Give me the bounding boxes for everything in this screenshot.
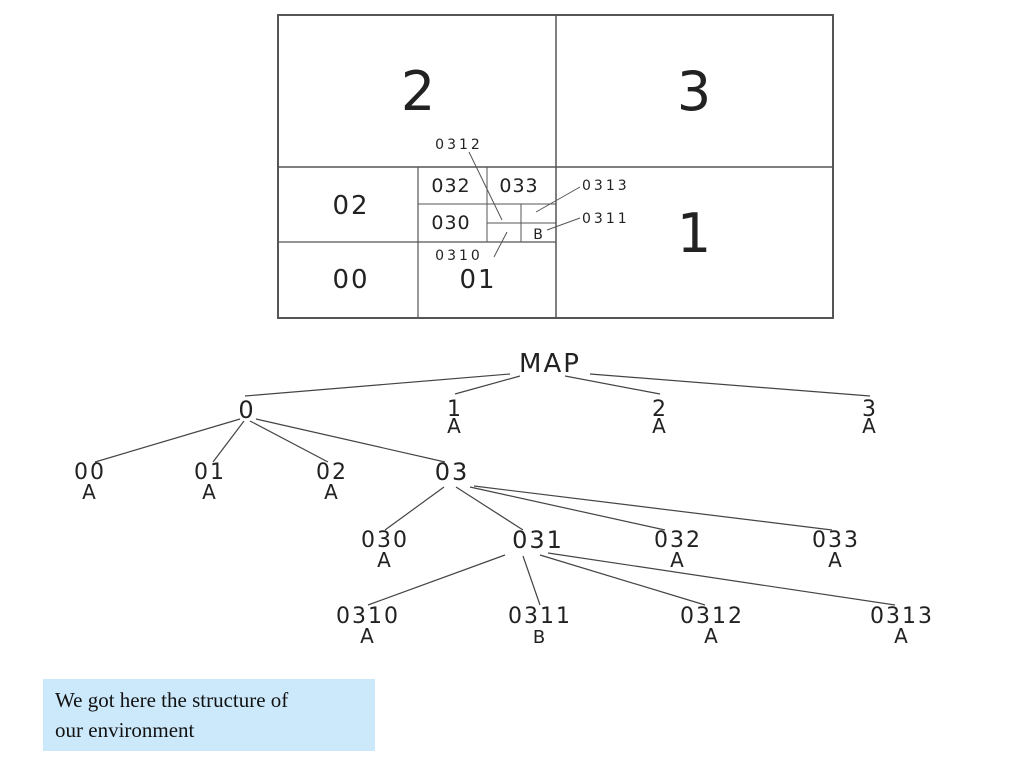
edge-0-03 [255, 418, 446, 463]
callout-label-0310: 0310 [435, 248, 483, 264]
quadrant-map [277, 14, 834, 319]
callout-leader-0313 [535, 186, 581, 213]
edge-03-031 [455, 486, 524, 531]
callout-leader-0312 [468, 151, 503, 221]
node-label-0313: 0313 [870, 604, 934, 629]
node-tag-2: A [652, 414, 668, 438]
quadrant-label-00: 00 [332, 265, 369, 295]
edge-03-030 [384, 486, 445, 531]
node-label-0: 0 [238, 396, 255, 424]
node-label-01: 01 [194, 460, 226, 485]
quadrant-label-032: 032 [431, 175, 470, 197]
node-tag-0310: A [360, 624, 376, 648]
node-label-1: 1 [447, 397, 463, 422]
caption-line-1: We got here the structure of [55, 688, 289, 712]
edge-0-02 [249, 420, 329, 463]
edge-031-0311 [522, 555, 541, 606]
node-label-031: 031 [512, 526, 564, 554]
tree-nodes: MAP 0 1 A 2 A 3 A 00 A 01 A 02 A 03 030 … [74, 349, 934, 648]
edge-map-0 [244, 373, 511, 397]
node-label-032: 032 [654, 528, 702, 553]
node-tag-1: A [447, 414, 463, 438]
callout-leader-0311 [546, 217, 581, 231]
edge-031-0310 [367, 554, 506, 606]
tree-root-label: MAP [519, 349, 581, 379]
node-tag-0313: A [894, 624, 910, 648]
node-tag-033: A [828, 548, 844, 572]
node-label-030: 030 [361, 528, 409, 553]
quadrant-labels: 2 3 1 02 00 01 032 033 030 B 0312 0313 0… [332, 60, 711, 295]
node-tag-0312: A [704, 624, 720, 648]
quadtree-diagram: 2 3 1 02 00 01 032 033 030 B 0312 0313 0… [74, 14, 934, 648]
node-tag-030: A [377, 548, 393, 572]
node-label-0312: 0312 [680, 604, 744, 629]
node-tag-00: A [82, 480, 98, 504]
edge-031-0312 [539, 554, 706, 606]
quadrant-label-033: 033 [499, 175, 538, 197]
node-tag-032: A [670, 548, 686, 572]
edge-map-3 [589, 373, 871, 397]
caption-line-2: our environment [55, 718, 195, 742]
node-label-0310: 0310 [336, 604, 400, 629]
edge-0-01 [212, 420, 245, 463]
callout-label-0311: 0311 [582, 211, 630, 227]
quadrant-label-b: B [533, 227, 543, 243]
node-tag-3: A [862, 414, 878, 438]
quadrant-label-1: 1 [677, 202, 711, 265]
edge-03-033 [473, 485, 833, 531]
node-tag-01: A [202, 480, 218, 504]
node-label-2: 2 [652, 397, 668, 422]
node-tag-02: A [324, 480, 340, 504]
quadrant-label-2: 2 [401, 60, 435, 123]
quadrant-label-02: 02 [332, 191, 369, 221]
quadrant-label-01: 01 [459, 265, 496, 295]
edge-031-0313 [547, 552, 896, 606]
node-label-00: 00 [74, 460, 106, 485]
node-label-0311: 0311 [508, 604, 572, 629]
edge-map-1 [454, 375, 521, 395]
tree-edges [94, 373, 896, 606]
quadrant-label-030: 030 [431, 212, 470, 234]
callout-label-0312: 0312 [435, 137, 483, 153]
edge-03-032 [469, 486, 666, 531]
quadrant-label-3: 3 [677, 60, 711, 123]
callout-label-0313: 0313 [582, 178, 630, 194]
node-label-03: 03 [435, 458, 470, 486]
edge-map-2 [564, 375, 661, 395]
node-label-02: 02 [316, 460, 348, 485]
node-label-033: 033 [812, 528, 860, 553]
edge-0-00 [94, 418, 241, 463]
node-label-3: 3 [862, 397, 878, 422]
callout-leader-0310 [493, 231, 508, 258]
caption-box: We got here the structure of our environ… [43, 679, 375, 751]
node-tag-0311: B [533, 627, 547, 648]
